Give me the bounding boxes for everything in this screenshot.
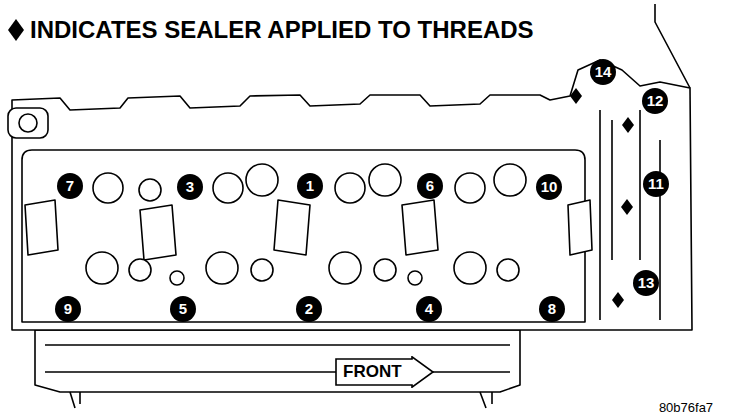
head-rail [22, 150, 585, 322]
lifter [455, 173, 485, 203]
callout-number: 3 [177, 174, 203, 200]
plug-well [170, 271, 184, 285]
cam-cap [140, 205, 176, 260]
lifter [335, 173, 365, 203]
lifter [497, 259, 519, 281]
lifter [246, 164, 278, 196]
direction-arrow: FRONT [335, 356, 434, 388]
callout-number: 12 [642, 88, 668, 114]
plug-well [408, 271, 422, 285]
callout-number: 4 [416, 296, 442, 322]
cam-cap [274, 200, 310, 255]
callout-number: 14 [590, 59, 616, 85]
callout-number: 2 [296, 296, 322, 322]
housing-bolt [70, 392, 492, 408]
callout-number: 9 [55, 296, 81, 322]
callout-number: 5 [170, 296, 196, 322]
lifter [213, 173, 243, 203]
lifter [93, 173, 123, 203]
legend-text: INDICATES SEALER APPLIED TO THREADS [30, 16, 534, 44]
lifter [494, 164, 526, 196]
cam-cap [25, 200, 58, 255]
housing-rib [45, 345, 510, 372]
arrow-shape [336, 357, 433, 387]
callout-number: 7 [57, 173, 83, 199]
cam-plug [19, 114, 37, 132]
lifter [86, 252, 118, 284]
lifter [374, 259, 396, 281]
callout-number: 10 [536, 174, 562, 200]
cam-plug [8, 108, 48, 138]
lifter [369, 164, 401, 196]
lower-housing [35, 330, 520, 392]
sealer-diamond [612, 292, 624, 308]
lifter [139, 179, 161, 201]
lifter [454, 252, 486, 284]
cam-cap [402, 200, 438, 255]
side-channel [600, 110, 660, 320]
lifter [129, 259, 151, 281]
callout-number: 6 [417, 173, 443, 199]
direction-label: FRONT [335, 356, 434, 388]
callout-number: 11 [643, 171, 669, 197]
sealer-diamond [6, 17, 26, 43]
sealer-diamond [621, 199, 633, 215]
callout-number: 8 [539, 296, 565, 322]
figure-code: 80b76fa7 [659, 400, 713, 415]
sealer-marks [570, 88, 634, 308]
lifter [251, 259, 273, 281]
callout-number: 13 [633, 270, 659, 296]
lifter [206, 252, 238, 284]
callout-number: 1 [297, 173, 323, 199]
lifter [329, 252, 361, 284]
sealer-diamond [622, 117, 634, 133]
leader-bracket [655, 4, 690, 88]
sealer-diamond [570, 88, 582, 104]
cylinder-head-outline [12, 60, 692, 330]
legend-entry: INDICATES SEALER APPLIED TO THREADS [6, 16, 534, 44]
cam-cap [568, 200, 592, 255]
